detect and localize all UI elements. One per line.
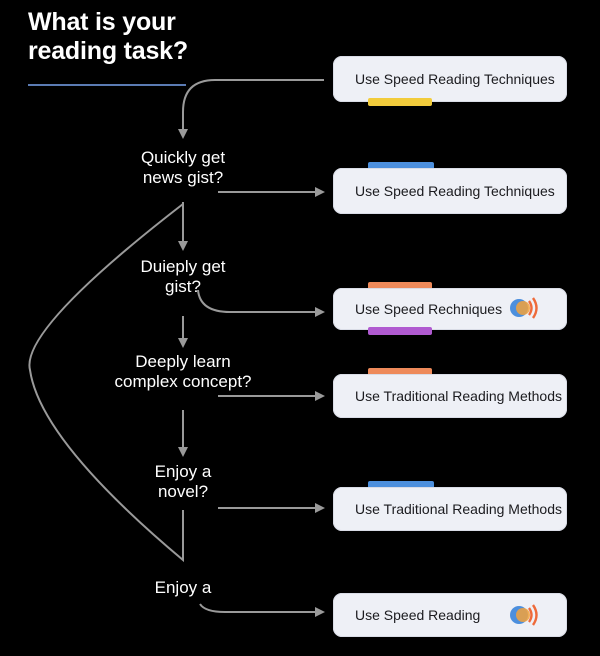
- outcome-card-speed-reading-2: Use Speed Reading Techniques: [333, 168, 567, 214]
- outcome-label: Use Speed Reading Techniques: [355, 71, 555, 87]
- outcome-card-traditional-1: Use Traditional Reading Methods: [333, 374, 567, 418]
- title-underline: [28, 84, 186, 86]
- question-quick-news-gist: Quickly get news gist?: [140, 148, 226, 187]
- outcome-card-traditional-2: Use Traditional Reading Methods: [333, 487, 567, 531]
- orange-tab: [368, 282, 432, 290]
- orange-tab: [368, 368, 432, 376]
- blue-tab: [368, 481, 434, 489]
- audio-waves-icon: [510, 297, 538, 319]
- question-enjoy-novel: Enjoy a novel?: [154, 462, 212, 501]
- outcome-label: Use Traditional Reading Methods: [355, 501, 563, 517]
- purple-tab: [368, 327, 432, 335]
- outcome-label: Use Speed Rechniques: [355, 301, 503, 317]
- question-enjoy-a: Enjoy a: [154, 578, 212, 597]
- question-deeply-get-gist: Duieply get gist?: [140, 257, 226, 296]
- outcome-card-speed-reading-1: Use Speed Reading Techniques: [333, 56, 567, 102]
- blue-tab: [368, 162, 434, 170]
- loop-connector: [28, 203, 184, 563]
- audio-waves-icon: [510, 604, 538, 626]
- question-deeply-learn-concept: Deeply learn complex concept?: [114, 352, 252, 391]
- yellow-tab: [368, 98, 432, 106]
- arrow-q5-to-card: [199, 603, 325, 617]
- outcome-label: Use Speed Reading Techniques: [355, 183, 555, 199]
- arrow-top-to-q1: [178, 79, 324, 139]
- outcome-label: Use Speed Reading: [355, 607, 481, 623]
- arrow-q2-to-card: [197, 289, 325, 317]
- outcome-label: Use Traditional Reading Methods: [355, 388, 563, 404]
- outcome-card-speed-reading-3: Use Speed Reading: [333, 593, 567, 637]
- page-title: What is your reading task?: [28, 8, 188, 65]
